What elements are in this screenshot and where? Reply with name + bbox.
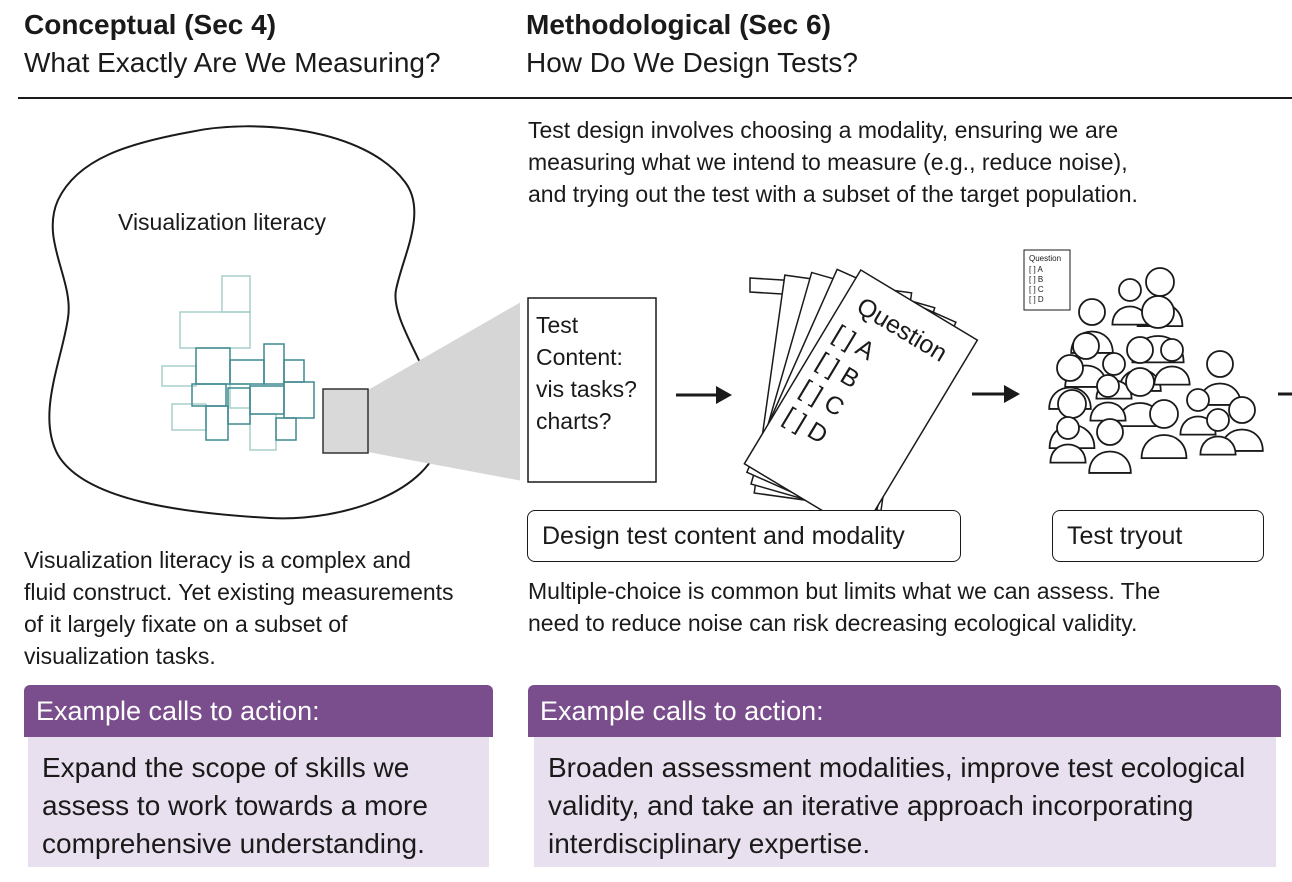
methodological-cta-heading: Example calls to action: bbox=[528, 685, 1281, 737]
stage-design-test-content: Design test content and modality bbox=[527, 510, 961, 562]
mini-card-title: Question bbox=[1029, 254, 1061, 263]
person-icon bbox=[1049, 443, 1087, 464]
content-card-line-4: charts? bbox=[536, 408, 611, 434]
person-head-icon bbox=[1206, 408, 1230, 432]
test-design-illustration: Test Content: vis tasks? charts? Questio… bbox=[527, 249, 1292, 515]
test-content-card bbox=[527, 297, 657, 483]
methodological-cta-text: Broaden assessment modalities, improve t… bbox=[534, 737, 1276, 867]
construct-blob-illustration: Visualization literacy bbox=[48, 125, 520, 520]
person-head-icon bbox=[1102, 352, 1126, 376]
conceptual-cta-text: Expand the scope of skills we assess to … bbox=[28, 737, 489, 867]
person-icon bbox=[1199, 435, 1237, 456]
person-icon bbox=[1140, 434, 1188, 459]
person-head-icon bbox=[1126, 336, 1154, 364]
person-head-icon bbox=[1072, 332, 1100, 360]
zoom-source-box bbox=[322, 388, 369, 454]
zoom-wedge bbox=[368, 302, 520, 481]
content-card-line-2: Content: bbox=[536, 344, 623, 370]
stage-test-tryout: Test tryout bbox=[1052, 510, 1264, 562]
person-head-icon bbox=[1078, 298, 1106, 326]
person-head-icon bbox=[1149, 399, 1179, 429]
person-head-icon bbox=[1118, 278, 1142, 302]
person-head-icon bbox=[1057, 389, 1087, 419]
arrow-right-icon bbox=[972, 385, 1020, 403]
person-head-icon bbox=[1186, 388, 1210, 412]
arrow-right-icon bbox=[676, 386, 732, 404]
person-head-icon bbox=[1206, 350, 1234, 378]
mini-card-option-d: [ ] D bbox=[1029, 295, 1044, 304]
mini-question-card bbox=[1023, 249, 1071, 311]
conceptual-cta-heading: Example calls to action: bbox=[24, 685, 493, 737]
methodological-description: Multiple-choice is common but limits wha… bbox=[528, 578, 1161, 636]
person-icon bbox=[1153, 365, 1191, 386]
conceptual-section-title: Conceptual (Sec 4) bbox=[24, 9, 277, 40]
construct-blob-outline bbox=[48, 125, 442, 520]
methodological-section-title: Methodological (Sec 6) bbox=[526, 9, 831, 40]
methodological-intro: Test design involves choosing a modality… bbox=[528, 117, 1138, 207]
person-head-icon bbox=[1145, 267, 1175, 297]
person-head-icon bbox=[1228, 396, 1256, 424]
content-card-line-3: vis tasks? bbox=[536, 376, 637, 402]
person-head-icon bbox=[1125, 367, 1155, 397]
person-icon bbox=[1089, 401, 1127, 422]
conceptual-description: Visualization literacy is a complex and … bbox=[24, 547, 454, 669]
header-divider bbox=[18, 97, 1292, 99]
question-card-stack bbox=[743, 268, 979, 515]
person-icon bbox=[1088, 450, 1132, 474]
person-head-icon bbox=[1141, 295, 1175, 329]
person-head-icon bbox=[1056, 354, 1084, 382]
content-card-line-1: Test bbox=[536, 312, 579, 338]
measured-subset-dark bbox=[191, 343, 315, 441]
blob-label: Visualization literacy bbox=[118, 209, 326, 235]
person-head-icon bbox=[1096, 418, 1124, 446]
target-population-crowd bbox=[1048, 267, 1264, 474]
person-head-icon bbox=[1056, 416, 1080, 440]
mini-card-option-b: [ ] B bbox=[1029, 275, 1043, 284]
methodological-section-subtitle: How Do We Design Tests? bbox=[526, 47, 858, 78]
person-head-icon bbox=[1160, 338, 1184, 362]
mini-card-option-a: [ ] A bbox=[1029, 265, 1043, 274]
conceptual-section-subtitle: What Exactly Are We Measuring? bbox=[24, 47, 441, 78]
mini-card-option-c: [ ] C bbox=[1029, 285, 1044, 294]
measured-subset-light bbox=[161, 275, 277, 451]
person-head-icon bbox=[1096, 374, 1120, 398]
